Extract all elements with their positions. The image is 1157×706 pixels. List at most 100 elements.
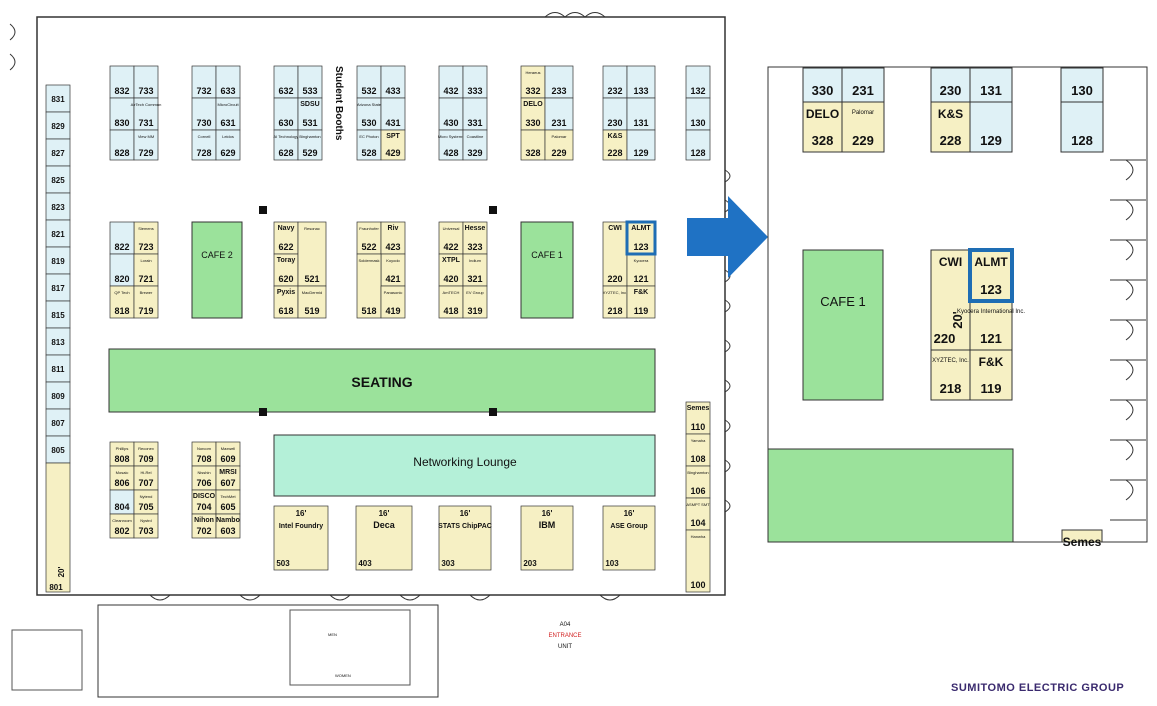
booth-728[interactable] — [191, 129, 217, 161]
booth-128[interactable] — [685, 129, 711, 161]
booth-110[interactable] — [685, 401, 711, 435]
booth-218[interactable] — [602, 285, 628, 319]
booth-832[interactable] — [109, 65, 135, 99]
booth-419[interactable] — [380, 285, 406, 319]
zoom-booth-semes[interactable] — [1061, 529, 1103, 543]
booth-529[interactable] — [297, 129, 323, 161]
booth-528[interactable] — [356, 129, 382, 161]
booth-811[interactable] — [45, 354, 71, 383]
zoom-booth-128[interactable] — [1060, 101, 1104, 153]
booth-829[interactable] — [45, 111, 71, 140]
booth-831[interactable] — [45, 84, 71, 113]
booth-423[interactable] — [380, 221, 406, 255]
booth-203[interactable] — [520, 505, 574, 571]
booth-622[interactable] — [273, 221, 299, 255]
booth-329[interactable] — [462, 129, 488, 161]
zoom-booth-129[interactable] — [969, 101, 1013, 153]
booth-522[interactable] — [356, 221, 382, 255]
zoom-booth-230[interactable] — [930, 67, 971, 103]
booth-431[interactable] — [380, 97, 406, 131]
booth-129[interactable] — [626, 129, 656, 161]
booth-228[interactable] — [602, 129, 628, 161]
booth-131[interactable] — [626, 97, 656, 131]
booth-828[interactable] — [109, 129, 135, 161]
booth-818[interactable] — [109, 285, 135, 319]
booth-729[interactable] — [133, 129, 159, 161]
booth-605[interactable] — [215, 489, 241, 515]
booth-332[interactable] — [520, 65, 546, 99]
zoom-booth-231[interactable] — [841, 67, 885, 103]
booth-429[interactable] — [380, 129, 406, 161]
booth-230[interactable] — [602, 97, 628, 131]
booth-618[interactable] — [273, 285, 299, 319]
booth-709[interactable] — [133, 441, 159, 467]
booth-805[interactable] — [45, 435, 71, 464]
booth-331[interactable] — [462, 97, 488, 131]
zoom-booth-119[interactable] — [969, 349, 1013, 401]
booth-532[interactable] — [356, 65, 382, 99]
booth-708[interactable] — [191, 441, 217, 467]
booth-804[interactable] — [109, 489, 135, 515]
booth-631[interactable] — [215, 97, 241, 131]
booth-707[interactable] — [133, 465, 159, 491]
booth-519[interactable] — [297, 285, 327, 319]
booth-607[interactable] — [215, 465, 241, 491]
booth-132[interactable] — [685, 65, 711, 99]
booth-422[interactable] — [438, 221, 464, 255]
booth-809[interactable] — [45, 381, 71, 410]
booth-730[interactable] — [191, 97, 217, 131]
booth-808[interactable] — [109, 441, 135, 467]
booth-328[interactable] — [520, 129, 546, 161]
booth-620[interactable] — [273, 253, 299, 287]
booth-719[interactable] — [133, 285, 159, 319]
booth-403[interactable] — [355, 505, 413, 571]
booth-503[interactable] — [273, 505, 329, 571]
zoom-booth-121[interactable] — [969, 300, 1013, 351]
booth-104[interactable] — [685, 497, 711, 531]
zoom-booth-228[interactable] — [930, 101, 971, 153]
booth-603[interactable] — [215, 513, 241, 539]
booth-229[interactable] — [544, 129, 574, 161]
booth-418[interactable] — [438, 285, 464, 319]
booth-633[interactable] — [215, 65, 241, 99]
booth-100[interactable] — [685, 529, 711, 593]
booth-703[interactable] — [133, 513, 159, 539]
booth-705[interactable] — [133, 489, 159, 515]
booth-632[interactable] — [273, 65, 299, 99]
booth-333[interactable] — [462, 65, 488, 99]
booth-629[interactable] — [215, 129, 241, 161]
booth-330[interactable] — [520, 97, 546, 131]
zoom-booth-130[interactable] — [1060, 67, 1104, 103]
booth-815[interactable] — [45, 300, 71, 329]
booth-630[interactable] — [273, 97, 299, 131]
booth-825[interactable] — [45, 165, 71, 194]
booth-319[interactable] — [462, 285, 488, 319]
booth-119[interactable] — [626, 285, 656, 319]
booth-723[interactable] — [133, 221, 159, 255]
booth-303[interactable] — [438, 505, 492, 571]
booth-823[interactable] — [45, 192, 71, 221]
booth-321[interactable] — [462, 253, 488, 287]
booth-133[interactable] — [626, 65, 656, 99]
booth-819[interactable] — [45, 246, 71, 275]
booth-721[interactable] — [133, 253, 159, 287]
booth-807[interactable] — [45, 408, 71, 437]
booth-801[interactable] — [45, 462, 71, 593]
booth-702[interactable] — [191, 513, 217, 539]
booth-521[interactable] — [297, 221, 327, 287]
booth-130[interactable] — [685, 97, 711, 131]
booth-106[interactable] — [685, 465, 711, 499]
zoom-booth-218[interactable] — [930, 349, 971, 401]
booth-822[interactable] — [109, 221, 135, 255]
booth-628[interactable] — [273, 129, 299, 161]
booth-531[interactable] — [297, 97, 323, 131]
booth-231[interactable] — [544, 97, 574, 131]
booth-518[interactable] — [356, 253, 382, 319]
booth-704[interactable] — [191, 489, 217, 515]
zoom-booth-123[interactable] — [969, 249, 1013, 302]
booth-233[interactable] — [544, 65, 574, 99]
zoom-booth-131[interactable] — [969, 67, 1013, 103]
booth-103[interactable] — [602, 505, 656, 571]
zoom-booth-229[interactable] — [841, 101, 885, 153]
booth-121[interactable] — [626, 253, 656, 287]
